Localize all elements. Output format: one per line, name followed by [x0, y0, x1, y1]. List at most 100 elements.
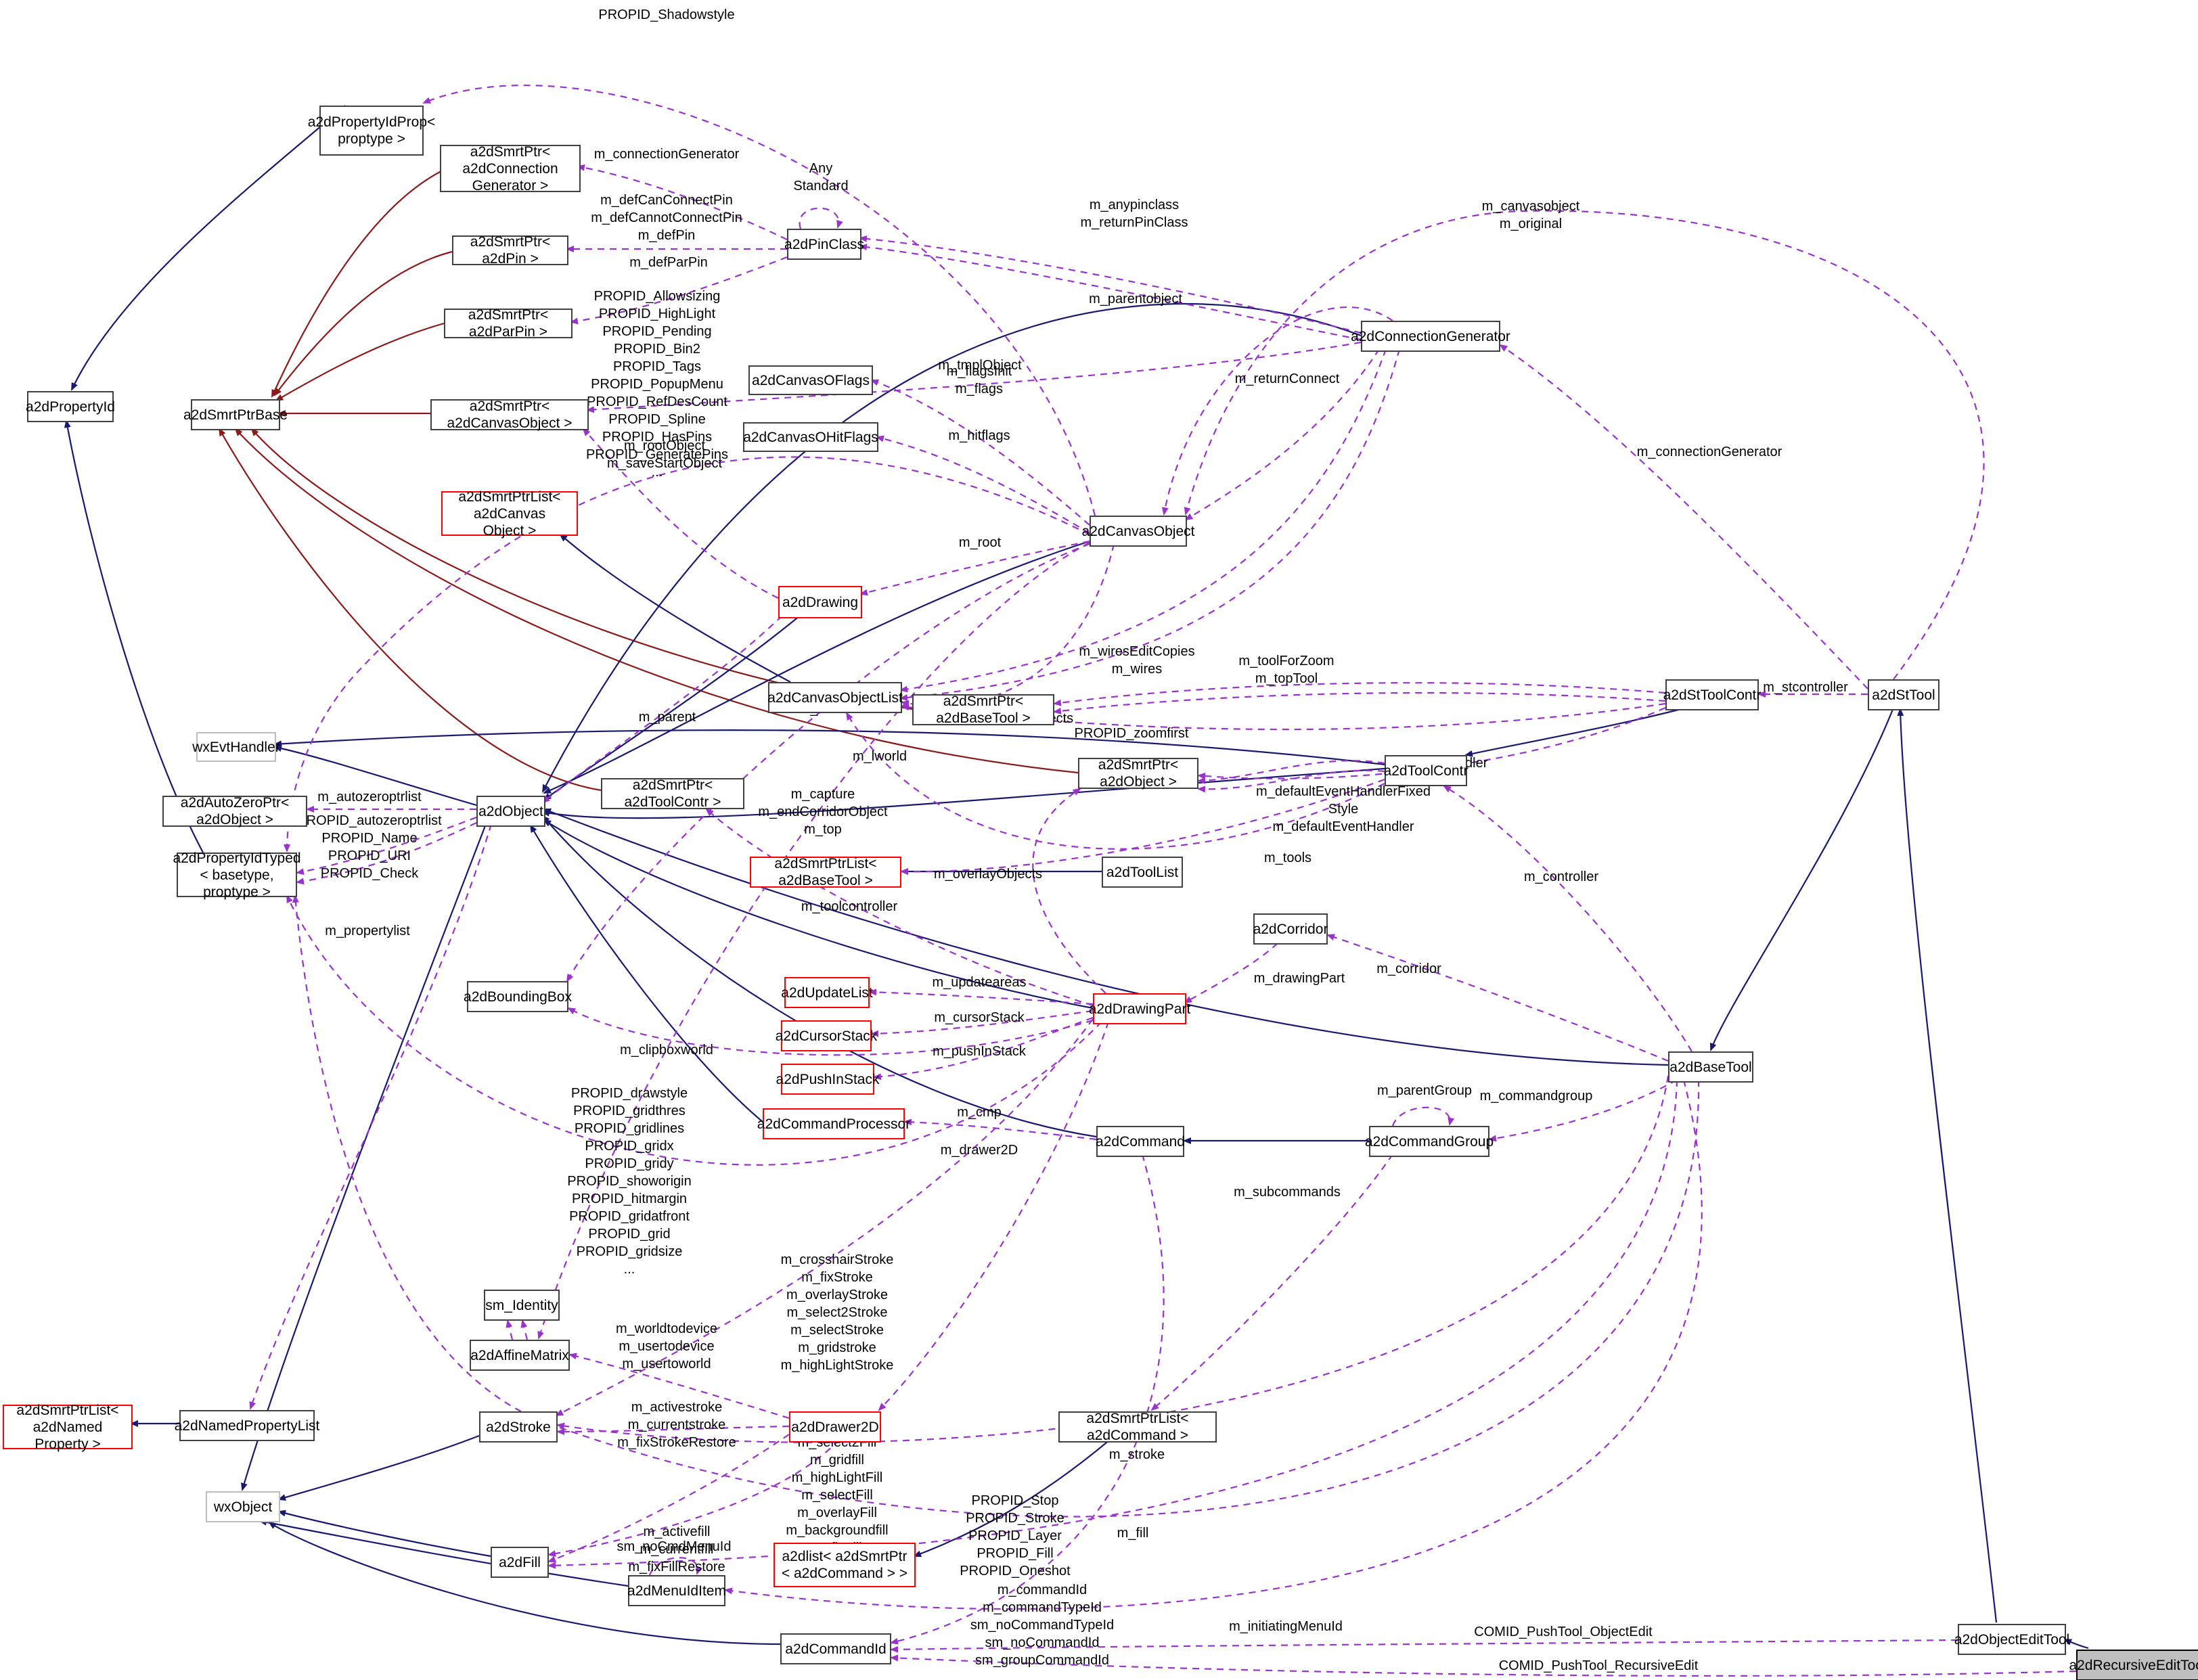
inheritance-edge	[543, 819, 1094, 1009]
edge-label: m_defCanConnectPin m_defCannotConnectPin…	[591, 193, 742, 243]
class-node-a2dAffineMatrix[interactable]: a2dAffineMatrix	[470, 1340, 570, 1371]
usage-edge	[547, 1434, 790, 1563]
usage-edge	[859, 540, 1090, 596]
class-node-a2dToolContr[interactable]: a2dToolContr	[1384, 755, 1468, 786]
edge-label: m_updateareas	[932, 975, 1027, 990]
class-node-a2dSmrtPtrCanvasObject[interactable]: a2dSmrtPtr< a2dCanvasObject >	[430, 399, 589, 431]
class-node-a2dlistSmrtPtrCommand[interactable]: a2dlist< a2dSmrtPtr < a2dCommand > >	[773, 1543, 916, 1587]
class-node-a2dCanvasObjectList[interactable]: a2dCanvasObjectList	[767, 682, 903, 713]
usage-edge	[556, 1075, 1669, 1443]
class-node-a2dMenuIdItem[interactable]: a2dMenuIdItem	[627, 1575, 726, 1606]
usage-edge	[577, 164, 788, 240]
class-node-a2dCanvasOFlags[interactable]: a2dCanvasOFlags	[748, 365, 873, 395]
class-node-a2dStTool[interactable]: a2dStTool	[1868, 679, 1939, 710]
class-node-a2dCanvasOHitFlags[interactable]: a2dCanvasOHitFlags	[743, 422, 878, 452]
class-node-a2dSmrtPtrBaseTool[interactable]: a2dSmrtPtr< a2dBaseTool >	[912, 694, 1054, 726]
class-node-a2dObjectEditTool[interactable]: a2dObjectEditTool	[1954, 1624, 2069, 1655]
class-node-wxEvtHandler[interactable]: wxEvtHandler	[192, 732, 280, 762]
edge-label: m_canvasobject m_original	[1481, 199, 1580, 231]
edge-label: m_fill	[1117, 1526, 1149, 1541]
inheritance-edge	[271, 170, 443, 398]
edge-label: sm_noCmdMenuId	[616, 1539, 732, 1554]
inheritance-edge	[913, 1439, 1111, 1558]
class-node-a2dStToolContr[interactable]: a2dStToolContr	[1663, 679, 1761, 710]
class-node-a2dSmrtPtrListBaseTool[interactable]: a2dSmrtPtrList< a2dBaseTool >	[750, 856, 901, 888]
usage-edge	[570, 256, 788, 325]
class-node-a2dConnectionGenerator[interactable]: a2dConnectionGenerator	[1351, 321, 1510, 352]
edge-label: m_corridor	[1376, 961, 1441, 976]
edge-label: PROPID_Stop PROPID_Stroke PROPID_Layer P…	[960, 1493, 1071, 1579]
class-node-a2dDrawing[interactable]: a2dDrawing	[778, 586, 862, 618]
usage-edge	[890, 1154, 1165, 1645]
edge-label: m_rootObject m_saveStartObject	[606, 438, 723, 471]
class-node-a2dCommandId[interactable]: a2dCommandId	[780, 1633, 891, 1664]
class-node-a2dPinClass[interactable]: a2dPinClass	[784, 229, 864, 260]
class-node-a2dStroke[interactable]: a2dStroke	[479, 1411, 558, 1443]
class-node-a2dPushInStack[interactable]: a2dPushInStack	[776, 1064, 879, 1095]
class-node-a2dCorridor[interactable]: a2dCorridor	[1253, 913, 1328, 945]
class-node-a2dPropertyIdProp[interactable]: a2dPropertyIdProp< proptype >	[308, 106, 435, 156]
inheritance-edge	[234, 428, 1079, 774]
usage-edge	[890, 1639, 1958, 1653]
class-node-a2dSmrtPtrListCanvasObject[interactable]: a2dSmrtPtrList< a2dCanvas Object >	[441, 489, 578, 539]
usage-edge	[890, 1654, 2077, 1677]
edge-label: m_wiresEditCopies m_wires	[1079, 644, 1195, 677]
class-node-a2dPropertyId[interactable]: a2dPropertyId	[26, 391, 115, 422]
class-node-a2dSmrtPtrObject[interactable]: a2dSmrtPtr< a2dObject >	[1078, 757, 1198, 790]
edge-label: m_propertylist	[325, 924, 410, 938]
class-node-a2dBaseTool[interactable]: a2dBaseTool	[1668, 1051, 1753, 1083]
edge-label: m_connectionGenerator	[1636, 445, 1782, 459]
class-node-a2dSmrtPtrParPin[interactable]: a2dSmrtPtr< a2dParPin >	[444, 307, 573, 340]
usage-edge	[1184, 210, 1985, 680]
class-node-a2dSmrtPtrToolContr[interactable]: a2dSmrtPtr< a2dToolContr >	[601, 777, 744, 810]
class-node-a2dCommandGroup[interactable]: a2dCommandGroup	[1365, 1126, 1494, 1157]
usage-edge	[566, 543, 1090, 982]
class-node-wxObject[interactable]: wxObject	[206, 1491, 280, 1522]
class-node-a2dCursorStack[interactable]: a2dCursorStack	[776, 1020, 877, 1051]
edge-label: m_tmplObject	[938, 358, 1022, 373]
class-node-a2dSmrtPtrBase[interactable]: a2dSmrtPtrBase	[183, 399, 288, 430]
class-node-a2dCommandProcessor[interactable]: a2dCommandProcessor	[757, 1108, 910, 1139]
inheritance-edge	[273, 745, 477, 807]
class-node-a2dFill[interactable]: a2dFill	[491, 1547, 549, 1578]
usage-edge	[284, 456, 1090, 853]
class-node-a2dBoundingBox[interactable]: a2dBoundingBox	[464, 981, 572, 1012]
usage-edge	[556, 1425, 790, 1435]
usage-edge	[868, 989, 1094, 1005]
usage-edge	[506, 1319, 514, 1340]
edge-label: m_activestroke m_currentstroke m_fixStro…	[617, 1400, 736, 1450]
usage-edge	[292, 894, 1700, 1518]
usage-edge	[1032, 788, 1106, 994]
class-node-a2dSmrtPtrListCommand[interactable]: a2dSmrtPtrList< a2dCommand >	[1058, 1411, 1217, 1443]
edge-label: m_subcommands	[1234, 1185, 1341, 1200]
inheritance-edge	[543, 615, 801, 801]
inheritance-edge	[1897, 708, 1998, 1623]
inheritance-edge	[2063, 1638, 2089, 1650]
usage-edge	[586, 341, 1362, 413]
usage-edge	[901, 543, 1115, 707]
class-node-a2dCommand[interactable]: a2dCommand	[1096, 1126, 1185, 1157]
class-node-a2dPropertyIdTyped[interactable]: a2dPropertyIdTyped < basetype, proptype …	[173, 850, 301, 900]
class-node-sm_Identity[interactable]: sm_Identity	[484, 1290, 560, 1321]
class-node-a2dCanvasObject[interactable]: a2dCanvasObject	[1082, 516, 1194, 547]
class-node-a2dAutoZeroPtr[interactable]: a2dAutoZeroPtr< a2dObject >	[162, 795, 307, 827]
class-node-a2dSmrtPtrListNamedProperty[interactable]: a2dSmrtPtrList< a2dNamed Property >	[3, 1403, 133, 1452]
class-node-a2dSmrtPtrPin[interactable]: a2dSmrtPtr< a2dPin >	[452, 234, 568, 267]
usage-edge	[899, 348, 1387, 693]
inheritance-edge	[277, 1509, 491, 1558]
usage-edge	[296, 816, 477, 876]
usage-edge	[1053, 682, 1666, 706]
class-node-a2dObject[interactable]: a2dObject	[476, 796, 545, 827]
edge-label: m_anypinclass m_returnPinClass	[1080, 198, 1188, 230]
class-node-a2dSmrtPtrConnectionGenerator[interactable]: a2dSmrtPtr< a2dConnection Generator >	[440, 144, 581, 194]
class-node-a2dDrawingPart[interactable]: a2dDrawingPart	[1089, 993, 1190, 1024]
class-node-a2dNamedPropertyList[interactable]: a2dNamedPropertyList	[175, 1410, 319, 1441]
edge-label: m_toolcontroller	[801, 899, 898, 914]
inheritance-edge	[541, 815, 1097, 1138]
class-node-a2dDrawer2D[interactable]: a2dDrawer2D	[789, 1411, 881, 1443]
class-node-a2dToolList[interactable]: a2dToolList	[1102, 857, 1183, 888]
inheritance-edge	[273, 250, 453, 396]
class-node-a2dUpdateList[interactable]: a2dUpdateList	[781, 977, 873, 1008]
